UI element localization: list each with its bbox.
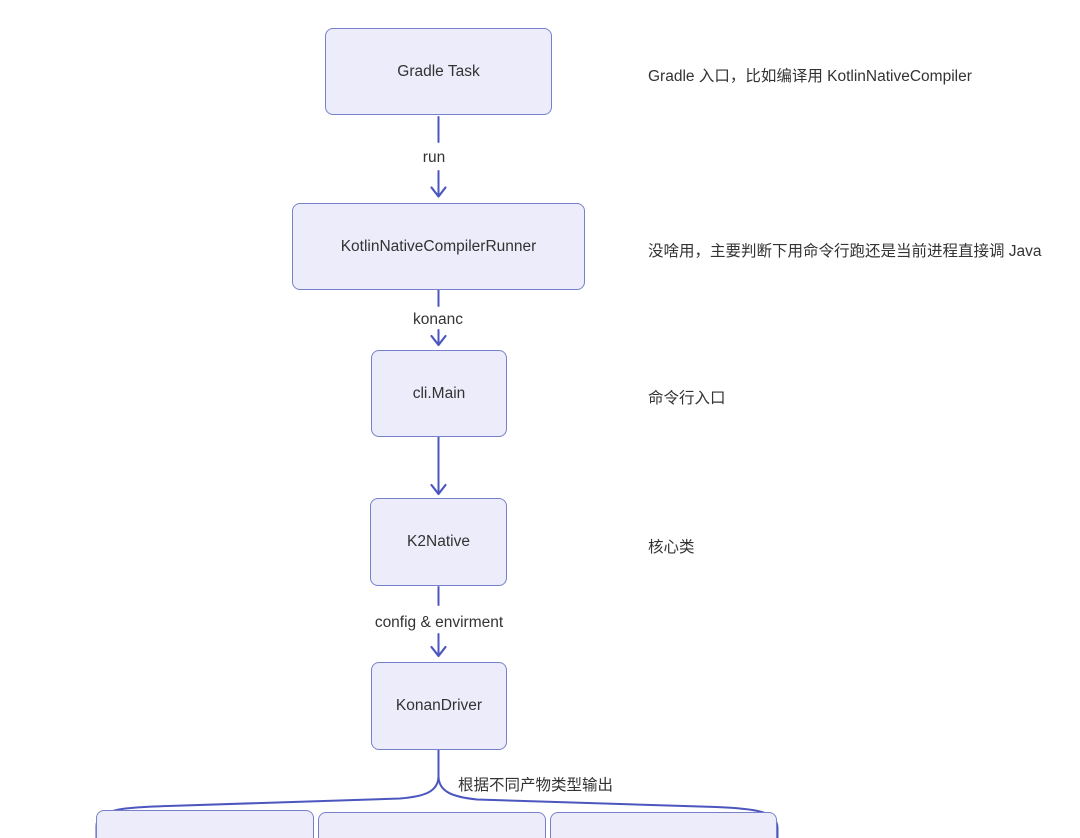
annotation-cli-entry: 命令行入口 (648, 390, 726, 407)
arrowhead-down-icon (430, 186, 447, 198)
node-output-right (550, 812, 777, 838)
annotation-gradle-entry: Gradle 入口，比如编译用 KotlinNativeCompiler (648, 68, 972, 85)
arrowhead-down-icon (430, 334, 447, 347)
node-konan-driver: KonanDriver (371, 662, 507, 750)
arrowhead-down-icon (430, 645, 447, 658)
edge-label-output-types: 根据不同产物类型输出 (458, 777, 614, 794)
edge-label-konanc: konanc (410, 311, 466, 329)
edge-label-run: run (419, 149, 449, 167)
node-label: KonanDriver (395, 697, 483, 714)
node-label: cli.Main (412, 384, 466, 402)
node-label: K2Native (407, 533, 470, 550)
annotation-core-class: 核心类 (648, 539, 695, 556)
node-output-middle (318, 812, 546, 838)
node-k2native: K2Native (370, 498, 507, 586)
node-cli-main: cli.Main (371, 350, 507, 437)
arrowhead-down-icon (430, 483, 447, 496)
node-output-left (96, 810, 314, 838)
node-kotlin-native-compiler-runner: KotlinNativeCompilerRunner (292, 203, 585, 290)
node-label: Gradle Task (397, 62, 480, 80)
node-label: KotlinNativeCompilerRunner (340, 237, 537, 255)
edge-label-config-envirment: config & envirment (371, 614, 507, 632)
annotation-runner-purpose: 没啥用，主要判断下用命令行跑还是当前进程直接调 Java (648, 243, 1042, 260)
node-gradle-task: Gradle Task (325, 28, 552, 115)
